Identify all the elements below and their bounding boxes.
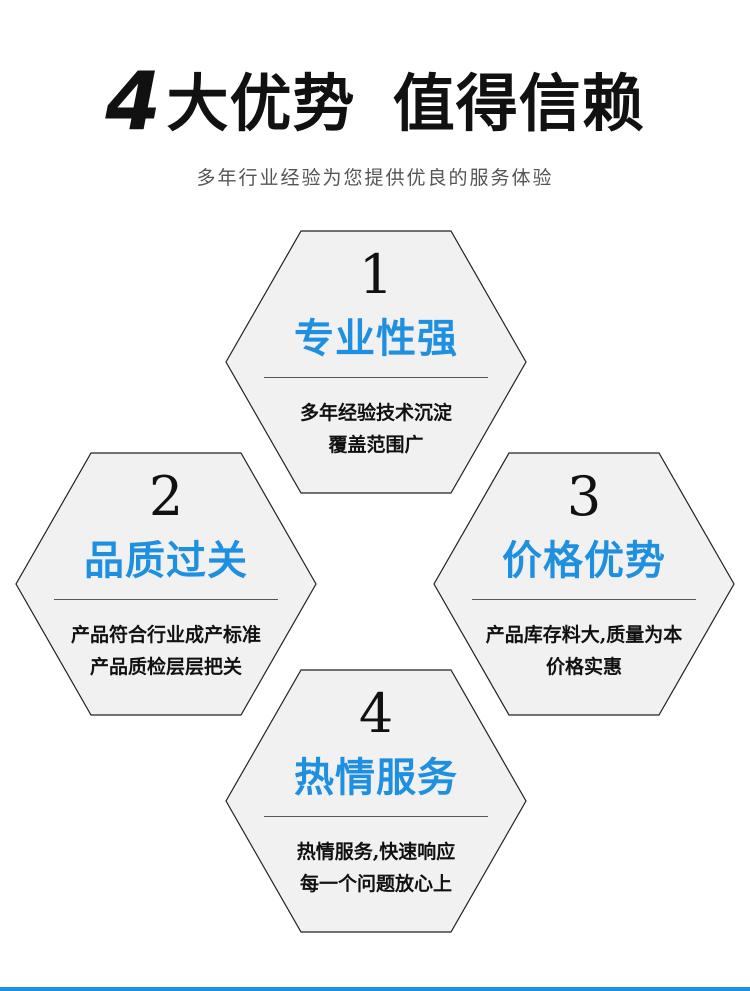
advantage-description: 热情服务,快速响应 每一个问题放心上 bbox=[236, 836, 516, 900]
advantage-card-4: 4 热情服务 热情服务,快速响应 每一个问题放心上 bbox=[225, 669, 527, 933]
page-subtitle: 多年行业经验为您提供优良的服务体验 bbox=[196, 167, 554, 189]
title-part-2: 值得信赖 bbox=[392, 67, 645, 140]
advantage-number: 2 bbox=[148, 465, 184, 528]
advantage-description: 产品符合行业成产标准 产品质检层层把关 bbox=[26, 619, 306, 683]
divider bbox=[472, 599, 696, 600]
divider bbox=[264, 816, 488, 817]
divider bbox=[264, 377, 488, 378]
description-line-2: 覆盖范围广 bbox=[328, 434, 424, 456]
description-line-2: 每一个问题放心上 bbox=[299, 873, 452, 895]
description-line-2: 产品质检层层把关 bbox=[89, 656, 242, 678]
description-line-2: 价格实惠 bbox=[545, 656, 622, 678]
advantage-number: 4 bbox=[358, 682, 394, 745]
hexagon-shape bbox=[225, 669, 527, 933]
advantage-card-3: 3 价格优势 产品库存料大,质量为本 价格实惠 bbox=[433, 452, 735, 716]
description-line-1: 产品符合行业成产标准 bbox=[70, 624, 261, 646]
hexagon-shape bbox=[433, 452, 735, 716]
advantage-card-2: 2 品质过关 产品符合行业成产标准 产品质检层层把关 bbox=[15, 452, 317, 716]
title-number: 4 bbox=[105, 55, 161, 148]
advantage-number: 1 bbox=[358, 243, 394, 306]
bottom-accent-line bbox=[0, 987, 750, 991]
description-line-1: 多年经验技术沉淀 bbox=[299, 402, 452, 424]
description-line-1: 热情服务,快速响应 bbox=[296, 841, 456, 863]
page-title: 4 大优势 值得信赖 bbox=[0, 62, 750, 142]
advantage-title: 专业性强 bbox=[294, 316, 458, 362]
advantage-description: 多年经验技术沉淀 覆盖范围广 bbox=[236, 397, 516, 461]
advantage-title: 热情服务 bbox=[294, 755, 458, 801]
advantage-card-1: 1 专业性强 多年经验技术沉淀 覆盖范围广 bbox=[225, 230, 527, 494]
advantage-number: 3 bbox=[566, 465, 602, 528]
hexagon-shape bbox=[15, 452, 317, 716]
description-line-1: 产品库存料大,质量为本 bbox=[485, 624, 683, 646]
title-part-1: 大优势 bbox=[166, 67, 356, 140]
divider bbox=[54, 599, 278, 600]
advantage-title: 品质过关 bbox=[84, 538, 248, 584]
advantage-description: 产品库存料大,质量为本 价格实惠 bbox=[444, 619, 724, 683]
hexagon-shape bbox=[225, 230, 527, 494]
advantage-title: 价格优势 bbox=[502, 538, 666, 584]
